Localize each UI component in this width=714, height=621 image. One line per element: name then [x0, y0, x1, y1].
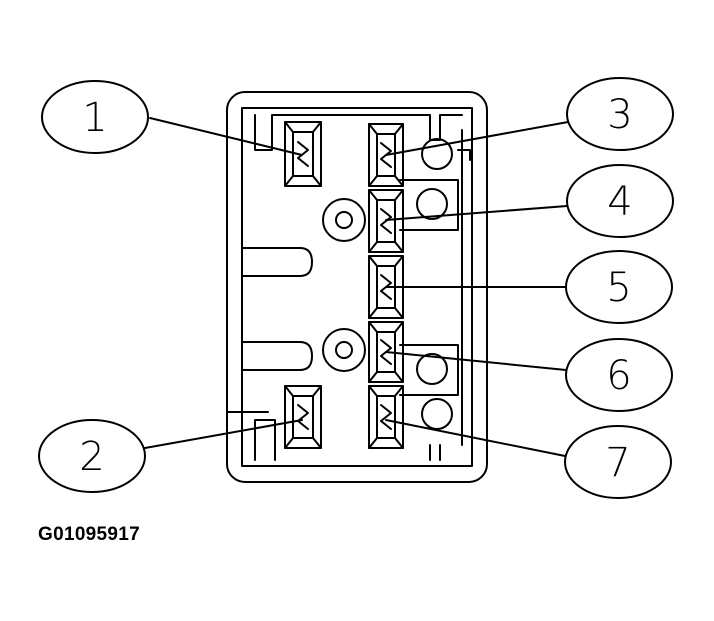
callout-7: 7: [564, 425, 672, 499]
figure-id-code: G01095917: [38, 524, 141, 545]
leader-line-2: [144, 419, 303, 449]
callout-1: 1: [41, 80, 149, 154]
connector-housing: [226, 91, 488, 483]
callout-label-5: 5: [606, 265, 631, 311]
callout-label-7: 7: [605, 440, 630, 486]
leader-line-4: [385, 205, 568, 221]
terminal-cavity-4: [368, 189, 404, 253]
callout-label-4: 4: [607, 179, 632, 225]
callout-label-3: 3: [607, 92, 632, 138]
callout-2: 2: [38, 419, 146, 493]
terminal-cavity-3: [368, 123, 404, 187]
terminal-cavity-7: [368, 385, 404, 449]
callout-6: 6: [565, 338, 673, 412]
latch-circles: [322, 138, 453, 430]
callout-label-1: 1: [82, 95, 107, 141]
callout-5: 5: [565, 250, 673, 324]
leader-line-7: [385, 419, 566, 457]
callout-3: 3: [566, 77, 674, 151]
terminal-cavity-2: [284, 385, 322, 449]
leader-lines: [144, 117, 569, 457]
leader-line-3: [385, 121, 569, 156]
callout-label-2: 2: [79, 434, 104, 480]
terminal-cavity-1: [284, 121, 322, 187]
callout-4: 4: [566, 164, 674, 238]
leader-line-1: [149, 117, 303, 156]
leader-line-6: [385, 351, 567, 371]
callout-label-6: 6: [606, 353, 631, 399]
